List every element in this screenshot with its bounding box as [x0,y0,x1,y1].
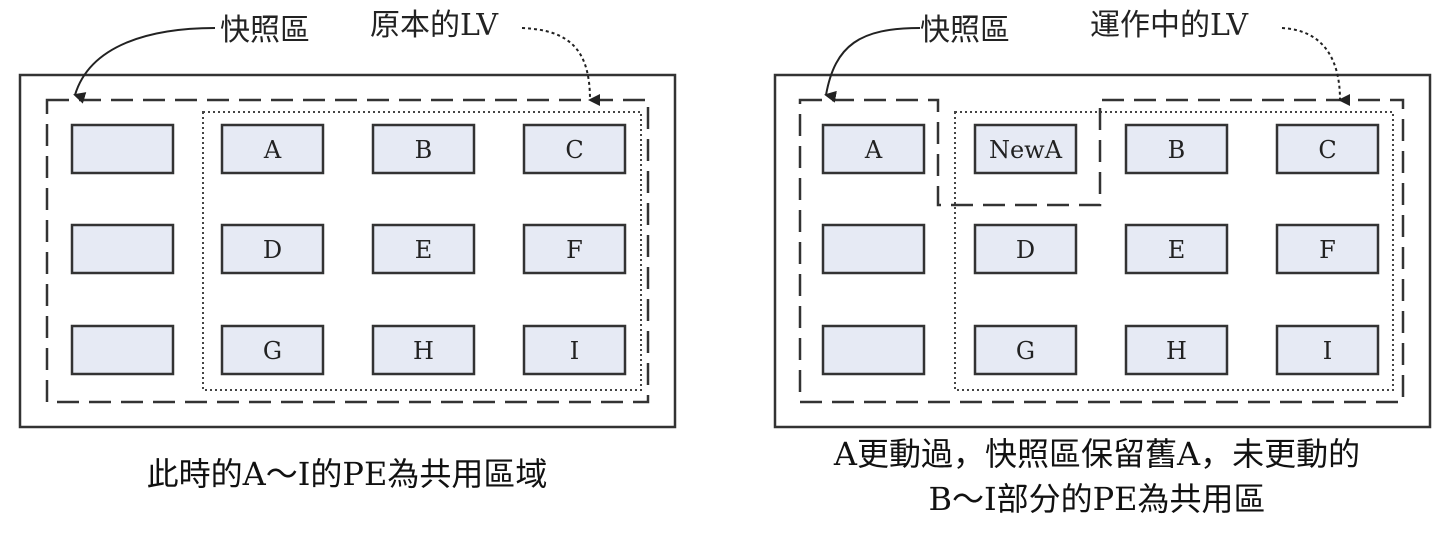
pe-label: G [1016,337,1035,365]
right-pe-grid: NewA B C D E F G H I [973,123,1380,376]
right-diagram: A NewA B C D E F G H I 快照區 運作中的LV A更動過，快照區保留舊A，未… [773,8,1432,518]
pe-box [1275,123,1380,175]
pe-label: I [570,337,579,365]
pe-box [522,223,627,275]
pe-box [1124,223,1229,275]
pe-label: H [413,337,434,365]
left-snapshot-pe [70,223,175,275]
pe-label: NewA [989,136,1063,164]
pe-label: C [1318,136,1336,164]
pe-box [371,223,476,275]
left-outer-frame [18,73,677,429]
left-lv-label: 原本的LV [370,8,499,43]
left-snapshot-pe [70,324,175,376]
right-snapshot-area [798,98,1405,404]
pe-box [973,123,1078,175]
left-caption: 此時的A～I的PE為共用區域 [147,455,548,493]
pe-label: F [1319,236,1336,264]
pe-label: D [263,236,282,264]
right-lv-area [954,111,1394,391]
left-snapshot-arrow [73,27,216,104]
left-snapshot-area [45,98,650,404]
pe-label: B [415,136,433,164]
pe-box [1275,223,1380,275]
right-caption-line1: A更動過，快照區保留舊A，未更動的 [833,435,1360,473]
pe-box [220,123,325,175]
pe-label: H [1166,337,1187,365]
pe-label: D [1016,236,1035,264]
pe-box [1124,324,1229,376]
pe-label: E [415,236,433,264]
pe-label: B [1168,136,1186,164]
right-lv-label: 運作中的LV [1090,8,1249,43]
left-lv-arrow [521,27,601,106]
pe-box [973,223,1078,275]
pe-label: G [263,337,282,365]
pe-label: C [565,136,583,164]
pe-box [220,324,325,376]
snapshot-pe-box [821,324,926,376]
pe-label: I [1323,337,1332,365]
pe-box [220,223,325,275]
pe-box [371,324,476,376]
left-snapshot-label: 快照區 [220,13,310,48]
left-pe-grid: A B C D E F G H I [220,123,627,376]
pe-box [1124,123,1229,175]
pe-box [1275,324,1380,376]
right-caption-line2: B～I部分的PE為共用區 [928,480,1265,518]
pe-box [371,123,476,175]
pe-label: E [1168,236,1186,264]
snapshot-pe-box [821,123,926,175]
right-outer-frame [773,73,1432,429]
pe-label: A [263,136,282,164]
left-snapshot-pe [70,123,175,175]
right-snapshot-label: 快照區 [920,13,1010,48]
right-lv-arrow [1281,27,1351,106]
snapshot-pe-label: A [864,136,883,164]
pe-box [522,324,627,376]
pe-box [522,123,627,175]
left-diagram: A B C D E F G H I 快照區 原本的LV 此時的A～I的PE為共用區域 [18,8,677,493]
right-snapshot-arrow [824,27,921,103]
pe-label: F [566,236,583,264]
pe-box [973,324,1078,376]
right-snapshot-column: A [821,123,926,376]
snapshot-pe-box [821,223,926,275]
left-lv-area [202,111,642,391]
